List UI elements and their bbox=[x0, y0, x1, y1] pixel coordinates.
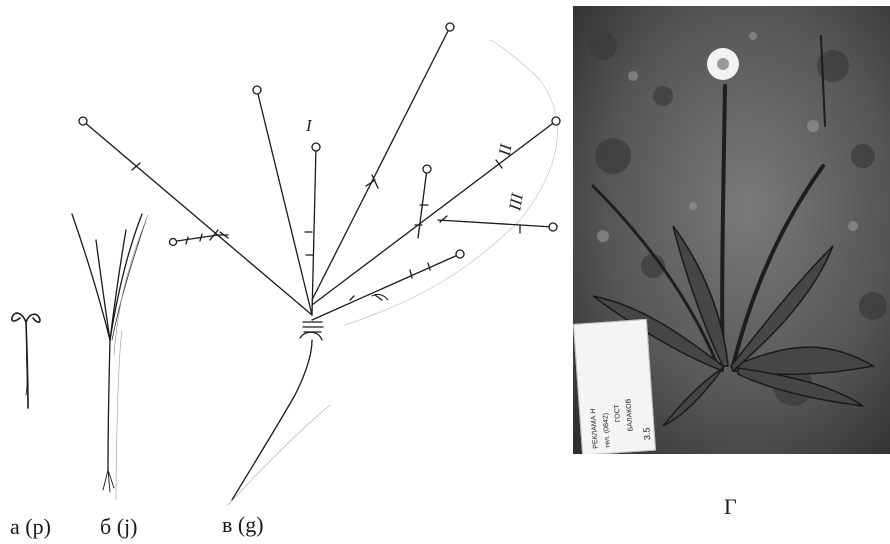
panel-label-v: в (g) bbox=[222, 514, 264, 536]
tag-line-5: 3.5 bbox=[641, 427, 652, 440]
branching-schema bbox=[79, 23, 560, 505]
branch-mark-3: III bbox=[505, 192, 528, 212]
seedling-cotyledon-stage bbox=[12, 313, 40, 408]
tag-line-2: тел. (0842) bbox=[602, 413, 611, 448]
tag-line-1: РЕКЛАМА Н bbox=[590, 408, 600, 449]
juvenile-plant bbox=[72, 214, 148, 500]
specimen-label: РЕКЛАМА Н тел. (0842) ГОСТ БАЛАКОВ 3.5 bbox=[573, 319, 656, 454]
plant-photograph: РЕКЛАМА Н тел. (0842) ГОСТ БАЛАКОВ 3.5 bbox=[573, 6, 890, 454]
branch-mark-1: I bbox=[306, 116, 312, 136]
tag-line-4: БАЛАКОВ bbox=[625, 398, 634, 431]
panel-label-a: а (p) bbox=[10, 516, 51, 538]
panel-label-g: Г bbox=[724, 496, 737, 518]
flower-head bbox=[707, 48, 739, 80]
tag-line-3: ГОСТ bbox=[614, 404, 622, 422]
panel-label-b: б (j) bbox=[100, 516, 137, 538]
seedling-drawings bbox=[0, 0, 575, 544]
